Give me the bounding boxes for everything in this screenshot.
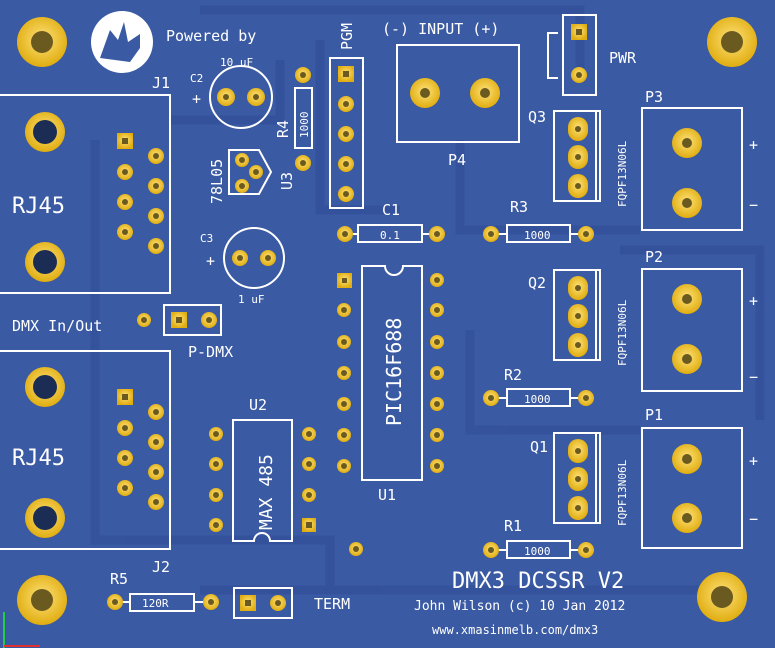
- u3-part: 78L05: [208, 159, 226, 204]
- r1-value: 1000: [524, 545, 551, 558]
- p3-output-terminal: [641, 107, 743, 231]
- r1-label: R1: [504, 517, 522, 535]
- logo-hand-icon: [91, 11, 153, 73]
- q1-transistor: [553, 432, 601, 524]
- r2-resistor: [483, 388, 594, 407]
- c1-capacitor: [337, 224, 445, 243]
- u2-max485-chip: [209, 419, 316, 542]
- r1-resistor: [483, 540, 594, 559]
- c1-label: C1: [382, 201, 400, 219]
- r4-value: 1000: [298, 112, 311, 139]
- rj45-bottom-label: RJ45: [12, 446, 65, 471]
- mounting-holes: [17, 17, 757, 625]
- p4-input-terminal: [396, 44, 520, 143]
- c3-plus: +: [206, 252, 215, 270]
- u1-label: U1: [378, 486, 396, 504]
- p1-plus: +: [749, 452, 758, 470]
- p2-label: P2: [645, 248, 663, 266]
- c2-label: C2: [190, 72, 203, 85]
- origin-axis-marker: [3, 612, 40, 648]
- p1-label: P1: [645, 406, 663, 424]
- p-dmx-header: [163, 304, 222, 336]
- q3-transistor: [553, 110, 601, 202]
- u3-regulator: [228, 149, 273, 195]
- p4-label: P4: [448, 151, 466, 169]
- q3-part: FQPF13N06L: [616, 140, 629, 207]
- q2-part: FQPF13N06L: [616, 299, 629, 366]
- pwr-header: [547, 14, 597, 96]
- c1-value: 0.1: [380, 229, 400, 242]
- dmx-in-out-label: DMX In/Out: [12, 317, 102, 335]
- c3-capacitor: [223, 227, 285, 289]
- board-title: DMX3 DCSSR V2: [452, 569, 624, 594]
- r3-label: R3: [510, 198, 528, 216]
- q2-label: Q2: [528, 274, 546, 292]
- c2-plus: +: [192, 90, 201, 108]
- r5-value: 120R: [142, 597, 169, 610]
- j2-label: J2: [152, 558, 170, 576]
- q1-label: Q1: [530, 438, 548, 456]
- r4-resistor: [294, 67, 313, 171]
- q3-label: Q3: [528, 108, 546, 126]
- pgm-header: [329, 57, 364, 209]
- term-label: TERM: [314, 595, 350, 613]
- traces: [90, 5, 765, 595]
- p-dmx-label: P-DMX: [188, 343, 233, 361]
- c2-capacitor: [209, 65, 273, 129]
- rj45-connector-bottom: [0, 350, 171, 550]
- p2-plus: +: [749, 292, 758, 310]
- board-author: John Wilson (c) 10 Jan 2012: [414, 599, 625, 614]
- q1-part: FQPF13N06L: [616, 459, 629, 526]
- p2-output-terminal: [641, 268, 743, 392]
- board-url: www.xmasinmelb.com/dmx3: [432, 623, 598, 637]
- p3-minus: −: [749, 196, 758, 214]
- r3-resistor: [483, 224, 594, 243]
- u1-pic-chip: [337, 265, 444, 481]
- p3-plus: +: [749, 136, 758, 154]
- j1-label: J1: [152, 74, 170, 92]
- input-label: (-) INPUT (+): [382, 20, 499, 38]
- r3-value: 1000: [524, 229, 551, 242]
- p1-output-terminal: [641, 427, 743, 549]
- q2-transistor: [553, 269, 601, 361]
- u2-part: MAX 485: [256, 454, 277, 530]
- p2-minus: −: [749, 368, 758, 386]
- pgm-label: PGM: [338, 23, 356, 50]
- p3-label: P3: [645, 88, 663, 106]
- u1-part: PIC16F688: [382, 318, 406, 426]
- u3-label: U3: [278, 172, 296, 190]
- c3-value: 1 uF: [238, 293, 265, 306]
- rj45-connector-top: [0, 94, 171, 294]
- c3-label: C3: [200, 232, 213, 245]
- p1-minus: −: [749, 510, 758, 528]
- powered-by-label: Powered by: [166, 27, 256, 45]
- r5-resistor: [107, 593, 219, 612]
- rj45-top-label: RJ45: [12, 194, 65, 219]
- r5-label: R5: [110, 570, 128, 588]
- pwr-label: PWR: [609, 49, 637, 67]
- r4-label: R4: [274, 120, 292, 138]
- term-header: [233, 587, 293, 619]
- r2-value: 1000: [524, 393, 551, 406]
- u2-label: U2: [249, 396, 267, 414]
- r2-label: R2: [504, 366, 522, 384]
